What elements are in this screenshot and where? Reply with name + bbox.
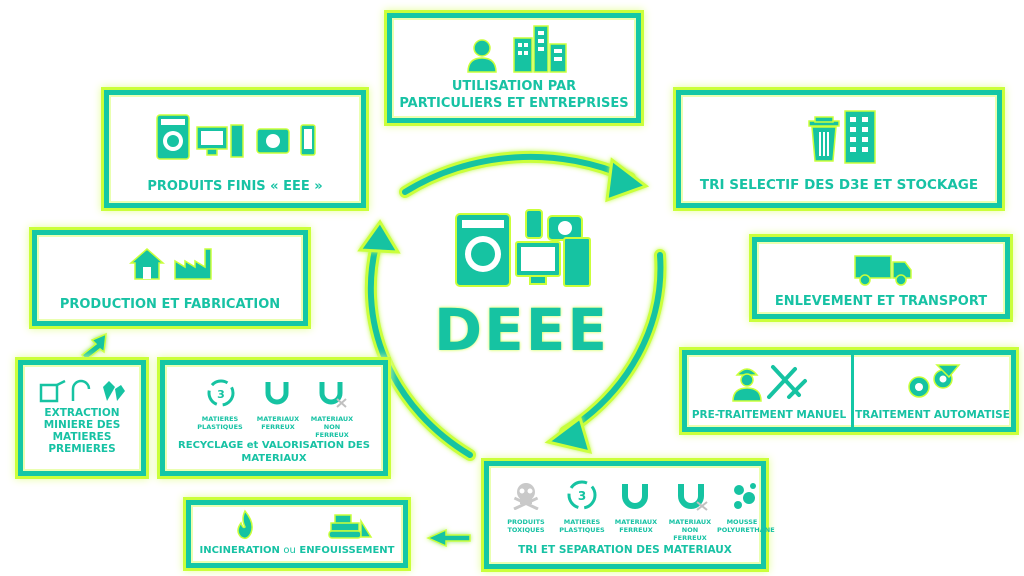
recyclage-item-1-line2: PLASTIQUES <box>197 423 243 431</box>
arrowhead-top <box>605 157 650 203</box>
mine-icon <box>39 379 125 403</box>
production-label: PRODUCTION ET FABRICATION <box>59 297 281 312</box>
incineration-label: INCINERATION <box>199 545 280 556</box>
arrow-to-incineration <box>426 528 471 548</box>
gears-icon <box>908 364 961 398</box>
skull-icon <box>513 483 539 510</box>
recyclage-item-3-line1: MATERIAUX <box>310 415 354 423</box>
arrowhead-right <box>544 415 593 455</box>
tri-item-2-line1: MATIERES <box>563 518 601 526</box>
incineration-or: ou <box>283 545 296 556</box>
traitement-divider <box>851 355 854 427</box>
tri-item-5-line1: MOUSSE <box>726 518 758 526</box>
tri-item-1-line2: TOXIQUES <box>507 526 545 534</box>
magnet-icon <box>265 382 289 405</box>
recycle-icon: 3 <box>207 379 235 407</box>
enlevement-label: ENLEVEMENT ET TRANSPORT <box>774 294 988 309</box>
tri-separation-label: TRI ET SEPARATION DES MATERIAUX <box>518 544 732 556</box>
box-production: PRODUCTION ET FABRICATION <box>29 227 311 329</box>
buildings-icon <box>513 25 567 73</box>
enfouissement-label: ENFOUISSEMENT <box>299 545 395 556</box>
extraction-line4: PREMIERES <box>48 443 116 455</box>
tri-item-4-line2: NON FERREUX <box>673 526 707 542</box>
buildings-icon <box>844 110 876 164</box>
traitement-automatise-label: TRAITEMENT AUTOMATISE <box>855 409 1010 421</box>
box-produits-finis: PRODUITS FINIS « EEE » <box>101 87 369 211</box>
extraction-line1: EXTRACTION <box>44 407 120 419</box>
tri-item-3-line2: FERREUX <box>619 526 653 534</box>
extraction-line3: MATIERES <box>52 431 112 443</box>
house-icon <box>129 248 165 280</box>
bulldozer-icon <box>328 514 373 539</box>
tri-selectif-label: TRI SELECTIF DES D3E ET STOCKAGE <box>699 177 979 193</box>
arrowhead-left <box>357 219 401 254</box>
devices-icon <box>156 114 316 160</box>
user-icon <box>467 39 497 73</box>
box-extraction: EXTRACTION MINIERE DES MATIERES PREMIERE… <box>15 357 149 479</box>
recycle-icon: 3 <box>567 480 597 510</box>
truck-icon <box>854 255 912 286</box>
recycle-number: 3 <box>578 489 586 503</box>
recyclage-item-2-line2: FERREUX <box>261 423 295 431</box>
trash-bin-icon <box>808 116 840 162</box>
traitement-manuel-label: PRE-TRAITEMENT MANUEL <box>691 409 847 421</box>
box-enlevement: ENLEVEMENT ET TRANSPORT <box>749 234 1013 322</box>
arrow-to-production <box>80 332 107 362</box>
fire-icon <box>237 509 253 540</box>
recyclage-item-1-line1: MATIERES <box>201 415 239 423</box>
recycle-number: 3 <box>217 388 225 401</box>
tri-item-5-line2: POLYURETHANE <box>717 526 775 534</box>
utilisation-line2: PARTICULIERS ET ENTREPRISES <box>399 96 629 111</box>
box-tri-selectif: TRI SELECTIF DES D3E ET STOCKAGE <box>673 87 1005 211</box>
box-utilisation: UTILISATION PAR PARTICULIERS ET ENTREPRI… <box>384 10 644 126</box>
worker-icon <box>732 368 762 402</box>
tools-icon <box>767 365 807 399</box>
utilisation-line1: UTILISATION PAR <box>451 79 577 94</box>
recyclage-item-3-line2: NON FERREUX <box>315 423 349 439</box>
tri-item-3-line1: MATERIAUX <box>614 518 658 526</box>
recyclage-item-2-line1: MATERIAUX <box>256 415 300 423</box>
magnet-icon <box>678 484 708 511</box>
tri-item-1-line1: PRODUITS <box>507 518 545 526</box>
extraction-line2: MINIERE DES <box>43 419 121 431</box>
recyclage-line2: MATERIAUX <box>241 453 307 464</box>
center-title: DEEE <box>434 296 610 364</box>
molecule-icon <box>734 483 756 509</box>
box-incineration: INCINERATION ou ENFOUISSEMENT <box>183 497 411 571</box>
produits-finis-label: PRODUITS FINIS « EEE » <box>147 179 323 194</box>
factory-icon <box>174 248 212 280</box>
tri-item-4-line1: MATERIAUX <box>668 518 712 526</box>
center-devices-icon <box>455 209 591 287</box>
box-traitement: PRE-TRAITEMENT MANUEL TRAITEMENT AUTOMAT… <box>679 347 1019 435</box>
recyclage-line1: RECYCLAGE et VALORISATION DES <box>178 440 370 451</box>
magnet-icon <box>622 484 648 509</box>
tri-item-2-line2: PLASTIQUES <box>559 526 605 534</box>
magnet-icon <box>319 382 347 408</box>
